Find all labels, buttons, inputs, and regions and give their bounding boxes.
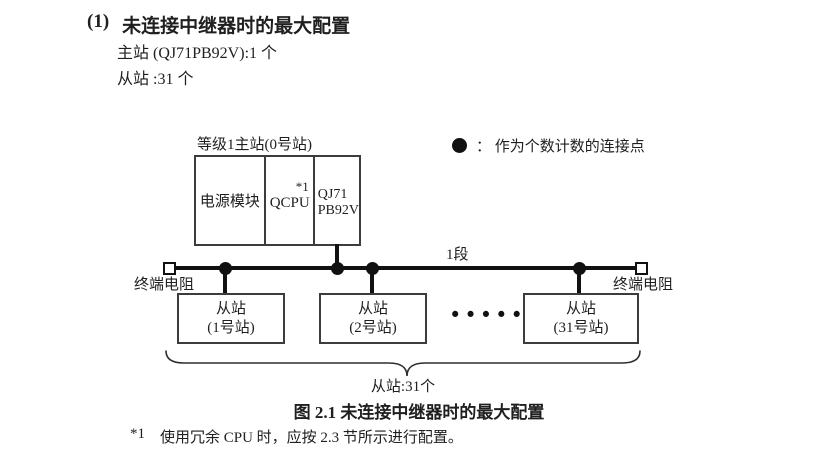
cpu-module-cell: *1 QCPU <box>266 157 315 244</box>
pb92v-label-line1: QJ71 <box>317 187 348 202</box>
terminating-resistor-left-icon <box>163 262 176 275</box>
terminating-resistor-right-icon <box>635 262 648 275</box>
terminating-resistor-left-label: 终端电阻 <box>134 277 195 293</box>
slave1-station: (1号站) <box>207 319 255 336</box>
cpu-footnote-ref: *1 <box>295 179 309 194</box>
slave-count-line: 从站 :31 个 <box>117 71 194 88</box>
slave2-name: 从站 <box>357 300 388 317</box>
figure-caption: 图 2.1 未连接中继器时的最大配置 <box>293 403 545 422</box>
section-heading: (1) 未连接中继器时的最大配置 <box>87 11 350 38</box>
slave-station-box-1: 从站 (1号站) <box>177 293 285 344</box>
segment-label: 1段 <box>446 247 469 263</box>
master-station-box: 电源模块 *1 QCPU QJ71 PB92V <box>194 155 361 246</box>
master-drop-line <box>335 244 339 268</box>
legend: ： 作为个数计数的连接点 <box>452 135 645 156</box>
footnote-marker: *1 <box>130 426 145 442</box>
slave-station-box-2: 从站 (2号站) <box>319 293 427 344</box>
slave3-drop-line <box>577 268 581 294</box>
master-station-label: 等级1主站(0号站) <box>197 137 312 153</box>
slave2-drop-line <box>370 268 374 294</box>
power-module-cell: 电源模块 <box>196 157 266 244</box>
slave2-station: (2号站) <box>349 319 397 336</box>
master-count-line: 主站 (QJ71PB92V):1 个 <box>117 45 278 62</box>
bus-line <box>174 266 635 270</box>
pb92v-label-line2: PB92V <box>317 203 359 218</box>
connection-point-icon <box>452 138 467 153</box>
slave1-name: 从站 <box>215 300 246 317</box>
cpu-module-label: QCPU <box>269 195 310 211</box>
slave31-station: (31号站) <box>553 319 609 336</box>
legend-text: ： 作为个数计数的连接点 <box>476 139 645 155</box>
slave-station-box-31: 从站 (31号站) <box>523 293 639 344</box>
pb92v-module-cell: QJ71 PB92V <box>315 157 359 244</box>
terminating-resistor-right-label: 终端电阻 <box>613 277 674 293</box>
slave1-drop-line <box>223 268 227 294</box>
heading-number: (1) <box>87 11 110 32</box>
slave-group-brace <box>165 350 641 377</box>
footnote: *1 使用冗余 CPU 时，应按 2.3 节所示进行配置。 <box>130 426 463 447</box>
footnote-text: 使用冗余 CPU 时，应按 2.3 节所示进行配置。 <box>160 430 463 446</box>
slave31-name: 从站 <box>565 300 596 317</box>
connection-point-dot <box>331 262 344 275</box>
slave-total-label: 从站:31个 <box>370 379 436 395</box>
heading-title: 未连接中继器时的最大配置 <box>122 16 351 37</box>
